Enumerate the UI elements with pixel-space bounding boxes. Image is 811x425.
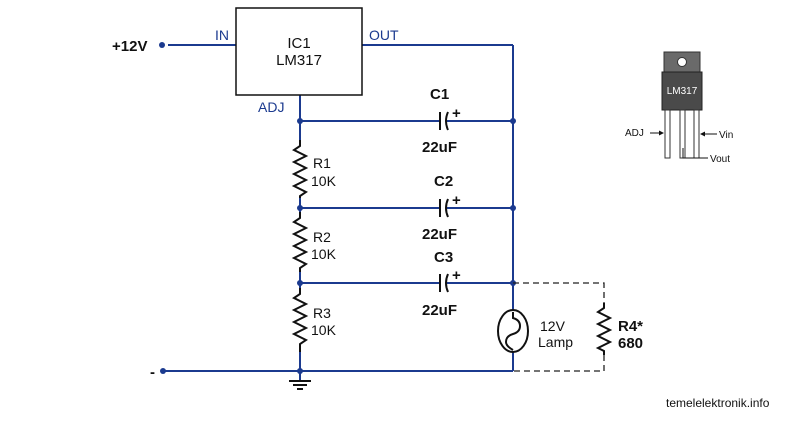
- package-pin-adj: ADJ: [625, 128, 644, 139]
- package-mounting-hole: [677, 57, 687, 67]
- capacitor-polarity: +: [452, 192, 461, 209]
- resistor-r4: R4* 680: [513, 282, 643, 372]
- ic-pin-adj: ADJ: [258, 99, 284, 115]
- resistor-value: 10K: [311, 322, 337, 338]
- resistor-value: 10K: [311, 173, 337, 189]
- capacitor-value: 22uF: [422, 139, 457, 156]
- wires: [163, 44, 514, 380]
- ic-pin-out: OUT: [369, 27, 399, 43]
- ground-terminal: [160, 368, 166, 374]
- arrow-icon: [700, 131, 705, 137]
- resistor-ref: R1: [313, 155, 331, 171]
- lamp-label-line1: 12V: [540, 318, 566, 334]
- package-pin-vout: Vout: [710, 154, 730, 165]
- package-leg-adj: [664, 109, 671, 159]
- resistor-ref: R2: [313, 229, 331, 245]
- package-pin-vin: Vin: [719, 130, 733, 141]
- package-body: [661, 71, 703, 111]
- resistor-r2: R2 10K: [291, 212, 337, 272]
- capacitor-polarity: +: [452, 267, 461, 284]
- ground-label: -: [150, 364, 155, 381]
- capacitor-c3: + C3 22uF: [422, 249, 461, 319]
- lamp: 12V Lamp: [497, 309, 573, 353]
- capacitor-c1: + C1 22uF: [422, 86, 461, 156]
- capacitor-c2: + C2 22uF: [422, 173, 461, 243]
- resistor-ref: R4*: [618, 318, 643, 335]
- ground-symbol: [289, 380, 311, 390]
- resistor-r3: R3 10K: [291, 288, 337, 352]
- ic-body: [235, 7, 363, 96]
- supply-label: +12V: [112, 38, 147, 55]
- capacitor-polarity: +: [452, 105, 461, 122]
- ic-ref: IC1: [287, 35, 310, 52]
- package-illustration: LM317 ADJ Vin Vout: [585, 30, 807, 170]
- ic-pin-in: IN: [215, 27, 229, 43]
- package-leg-vin: [693, 109, 700, 159]
- capacitor-ref: C1: [430, 86, 449, 103]
- resistor-ref: R3: [313, 305, 331, 321]
- ic-part: LM317: [276, 52, 322, 69]
- capacitor-value: 22uF: [422, 226, 457, 243]
- resistor-value: 680: [618, 335, 643, 352]
- resistor-r1: R1 10K: [291, 140, 337, 198]
- ic-lm317: IC1 LM317 IN OUT ADJ: [215, 7, 399, 115]
- junction-dots: [159, 42, 516, 374]
- capacitor-ref: C3: [434, 249, 453, 266]
- lamp-filament: [504, 312, 522, 351]
- arrow-icon: [659, 130, 664, 136]
- lamp-label-line2: Lamp: [538, 334, 573, 350]
- input-terminal: [159, 42, 165, 48]
- watermark: temelelektronik.info: [666, 396, 770, 410]
- capacitor-ref: C2: [434, 173, 453, 190]
- package-marking: LM317: [667, 86, 698, 97]
- capacitor-value: 22uF: [422, 302, 457, 319]
- resistor-value: 10K: [311, 246, 337, 262]
